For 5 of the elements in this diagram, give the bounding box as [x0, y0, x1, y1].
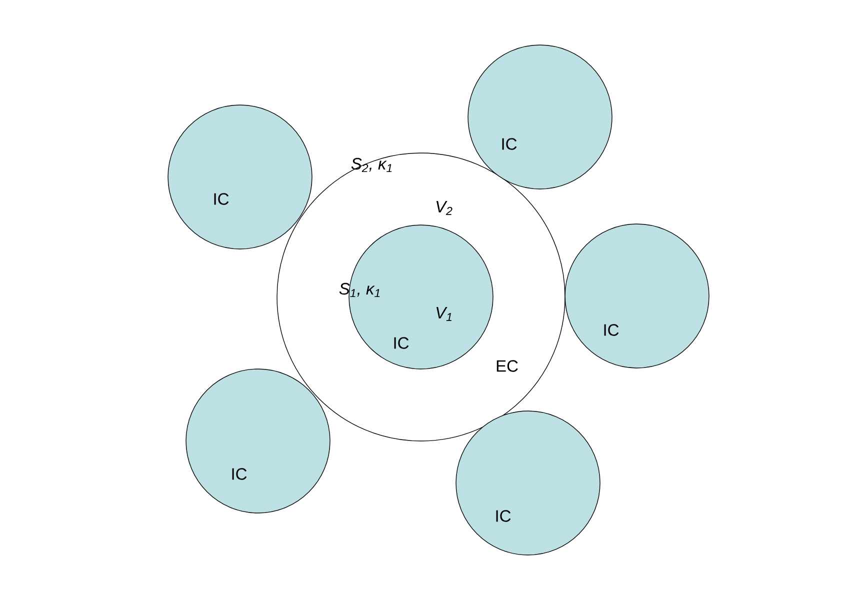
circle-label: V$_{1}$: [436, 307, 452, 321]
circle-label: V$_{2}$: [436, 201, 452, 215]
circle-label: IC: [394, 337, 409, 349]
circle-label: EC: [496, 360, 518, 372]
circle-label: S$_{2}$, κ$_{1}$: [351, 158, 392, 172]
